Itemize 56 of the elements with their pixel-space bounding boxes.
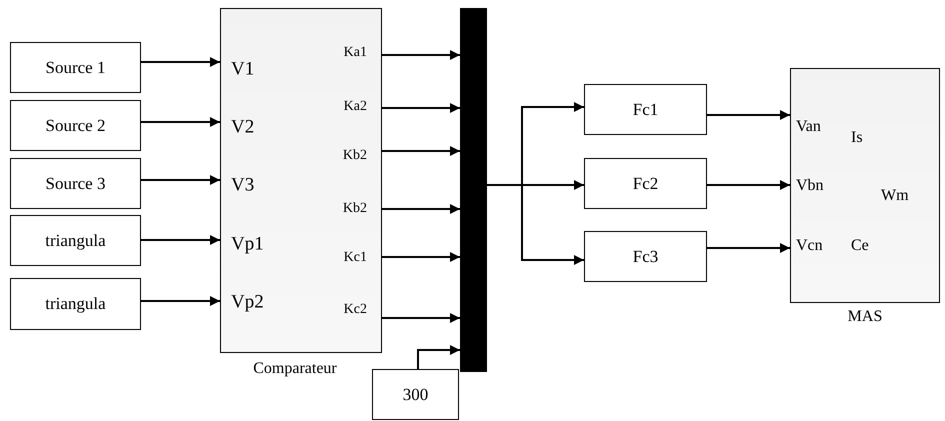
arrow [141, 57, 220, 67]
port-label: V3 [231, 176, 254, 194]
port-label: Vp1 [231, 234, 264, 254]
arrow [141, 296, 220, 306]
block-label: Fc3 [632, 246, 658, 266]
block-caption: Comparateur [253, 360, 337, 378]
port-label: Vcn [796, 238, 823, 254]
block-label: Fc1 [632, 100, 658, 120]
arrow [487, 184, 584, 265]
port-label: Wm [881, 188, 909, 204]
port-label: Kc2 [344, 303, 367, 317]
arrow [707, 243, 790, 253]
arrow [141, 235, 220, 245]
block-label: Source 3 [46, 174, 106, 194]
arrow [382, 103, 460, 113]
block-caption: MAS [848, 308, 882, 326]
arrow [382, 204, 460, 214]
arrow [382, 313, 460, 323]
subsystem-block [220, 8, 382, 353]
port-label: Is [851, 130, 863, 146]
port-label: Ka2 [344, 100, 367, 114]
port-label: Ce [851, 238, 869, 254]
block [10, 215, 141, 266]
block-label: Source 2 [46, 116, 106, 136]
port-label: Vbn [796, 178, 824, 194]
arrow [382, 146, 460, 156]
arrow [382, 252, 460, 262]
block-label: 300 [402, 384, 428, 404]
block-label: Fc2 [632, 174, 658, 194]
mux-bar [460, 8, 487, 372]
block-label: Source 1 [46, 58, 106, 78]
port-label: V1 [231, 60, 254, 78]
port-label: Kc1 [344, 251, 367, 265]
port-label: Vp2 [231, 292, 264, 312]
block [584, 84, 707, 135]
block-label: triangula [45, 294, 106, 314]
arrow [417, 345, 460, 369]
port-label: Van [796, 119, 821, 135]
arrow [141, 117, 220, 127]
block [584, 231, 707, 282]
block [10, 278, 141, 330]
port-label: V2 [231, 118, 254, 136]
port-label: Kb2 [342, 202, 367, 216]
block [584, 158, 707, 209]
block [10, 100, 141, 151]
arrow [707, 110, 790, 120]
block [10, 42, 141, 93]
port-label: Ka1 [344, 46, 367, 60]
arrow [707, 180, 790, 190]
subsystem-block [790, 68, 940, 303]
arrow [141, 175, 220, 185]
block [372, 369, 459, 420]
port-label: Kb2 [342, 149, 367, 163]
block-label: triangula [45, 230, 106, 250]
arrow [382, 50, 460, 60]
block [10, 158, 141, 209]
